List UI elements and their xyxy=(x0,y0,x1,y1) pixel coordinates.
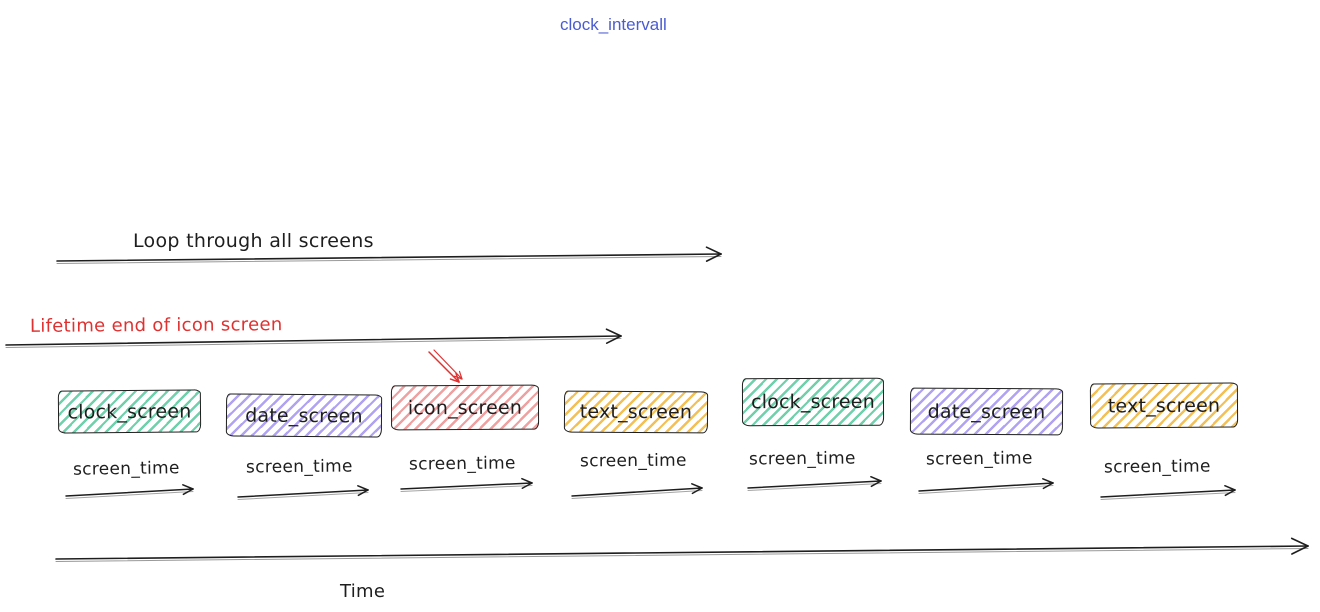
screen-time-arrow xyxy=(747,475,882,491)
screen-time-label: screen_time xyxy=(72,458,180,480)
screen-time-label: screen_time xyxy=(579,450,687,472)
screen-time-arrow xyxy=(65,484,194,499)
lifetime-arrow-label: Lifetime end of icon screen xyxy=(29,314,283,337)
screen-box-text: text_screen xyxy=(1089,382,1239,429)
page-title: clock_intervall xyxy=(560,15,667,34)
screen-time-label: screen_time xyxy=(925,448,1033,470)
screen-box-clock: clock_screen xyxy=(57,389,202,434)
red-pointer-arrow xyxy=(428,349,463,383)
loop-arrow-label: Loop through all screens xyxy=(133,230,374,252)
screen-time-arrow xyxy=(571,483,703,499)
screen-box-date: date_screen xyxy=(225,393,383,438)
screen-time-arrow xyxy=(400,477,533,492)
screen-time-label: screen_time xyxy=(245,456,353,478)
screen-box-text: text_screen xyxy=(563,390,709,434)
screen-box-clock: clock_screen xyxy=(741,377,885,427)
time-axis-arrow xyxy=(55,537,1309,562)
screen-time-label: screen_time xyxy=(748,448,856,470)
screen-time-arrow xyxy=(918,478,1054,494)
screen-time-arrow xyxy=(237,485,369,500)
screen-box-date: date_screen xyxy=(909,387,1064,436)
screen-time-arrow xyxy=(1100,484,1236,500)
screen-box-icon: icon_screen xyxy=(390,384,540,431)
time-axis-label: Time xyxy=(340,581,386,602)
screen-time-label: screen_time xyxy=(408,453,516,475)
screen-time-label: screen_time xyxy=(1103,456,1211,478)
